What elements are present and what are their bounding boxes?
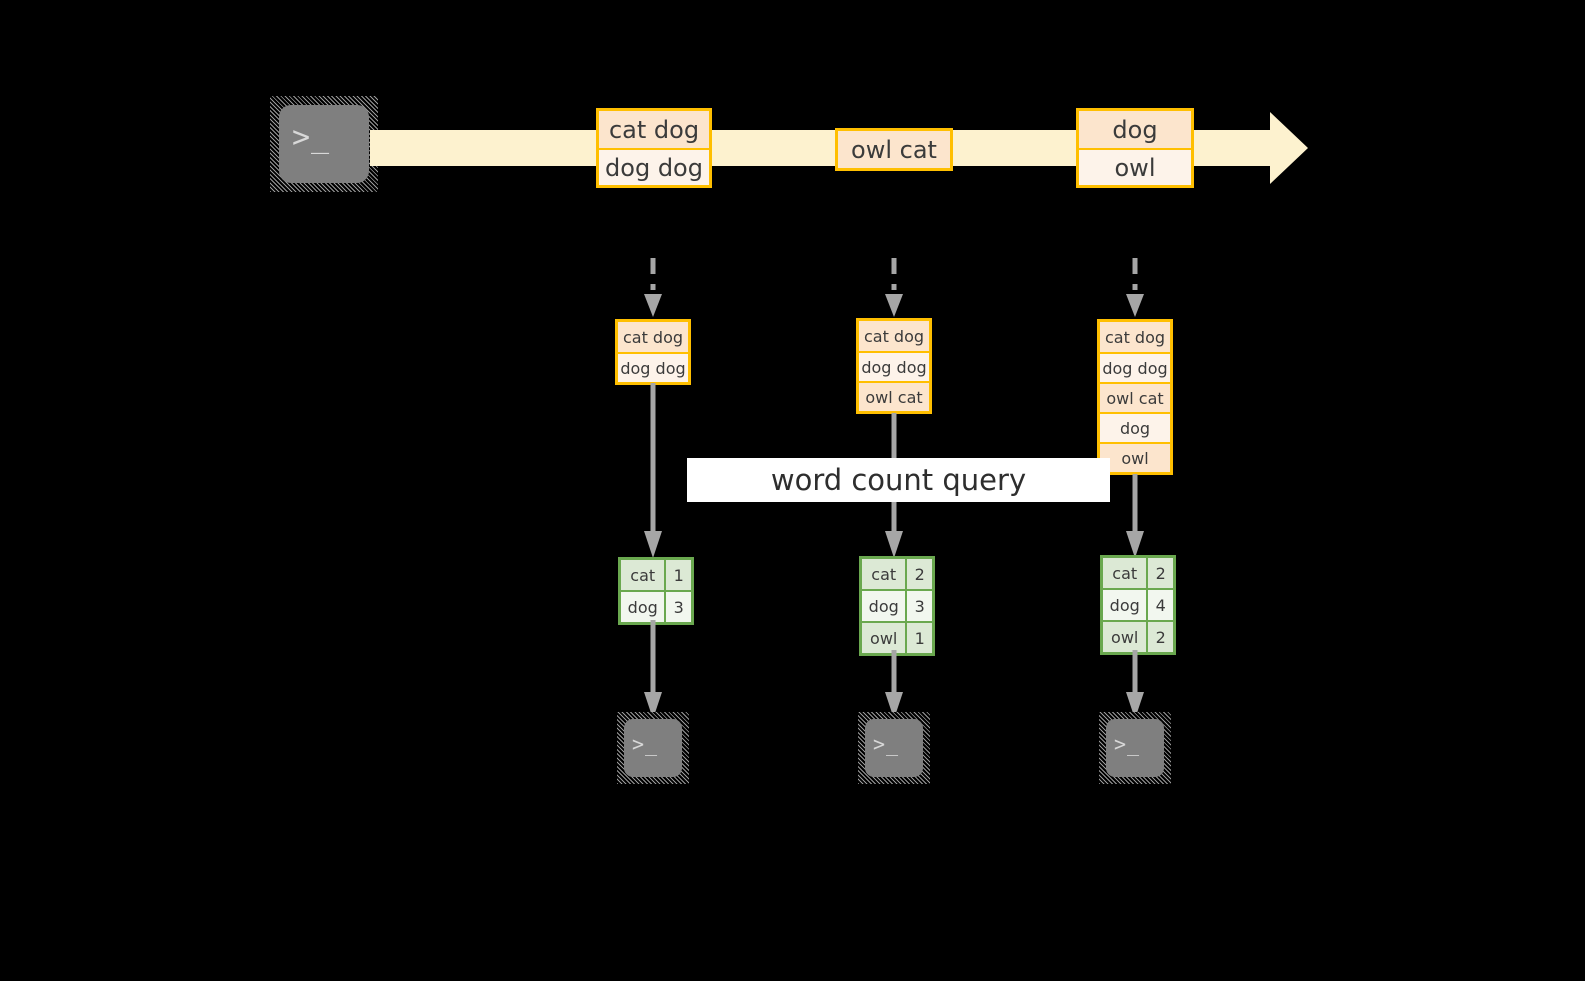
- result-row: cat 1: [621, 560, 691, 590]
- result-row: dog 3: [621, 590, 691, 622]
- stream-record-group: owl cat: [835, 128, 953, 171]
- state-row: cat dog: [618, 322, 688, 352]
- stream-record-group: cat dog dog dog: [596, 108, 712, 188]
- result-word-cell: cat: [1103, 558, 1147, 588]
- terminal-prompt-glyph: >_: [292, 120, 331, 155]
- terminal-screen: [865, 719, 923, 777]
- terminal-prompt-glyph: >_: [1114, 732, 1141, 756]
- result-table: cat 2 dog 3 owl 1: [859, 556, 935, 656]
- state-row: dog dog: [859, 351, 929, 381]
- result-word-cell: cat: [621, 560, 665, 590]
- state-row: dog: [1100, 412, 1170, 442]
- terminal-prompt-glyph: >_: [632, 732, 659, 756]
- stream-record-row: dog: [1079, 111, 1191, 148]
- query-connector-arrow: [643, 383, 663, 559]
- terminal-icon: >_: [617, 712, 689, 784]
- query-connector-arrow: [1125, 474, 1145, 559]
- result-word-cell: cat: [862, 559, 906, 589]
- stream-record-row: owl cat: [838, 131, 950, 168]
- result-table: cat 1 dog 3: [618, 557, 694, 625]
- result-count-cell: 2: [1146, 558, 1173, 588]
- result-row: cat 2: [1103, 558, 1173, 588]
- state-row: dog dog: [1100, 352, 1170, 382]
- stream-record-row: dog dog: [599, 148, 709, 185]
- state-table: cat dog dog dog owl cat dog owl: [1097, 319, 1173, 475]
- result-count-cell: 3: [664, 592, 691, 622]
- terminal-screen: [624, 719, 682, 777]
- terminal-prompt-glyph: >_: [873, 732, 900, 756]
- result-word-cell: owl: [862, 623, 906, 653]
- sink-connector-arrow: [643, 620, 663, 720]
- state-row: cat dog: [859, 321, 929, 351]
- dashed-connector-arrow: [1125, 258, 1145, 318]
- dashed-connector-arrow: [643, 258, 663, 318]
- result-word-cell: dog: [1103, 590, 1147, 620]
- result-count-cell: 4: [1146, 590, 1173, 620]
- result-row: owl 1: [862, 621, 932, 653]
- dashed-connector-arrow: [884, 258, 904, 318]
- stream-record-row: owl: [1079, 148, 1191, 185]
- result-word-cell: owl: [1103, 622, 1147, 652]
- result-count-cell: 1: [905, 623, 932, 653]
- result-word-cell: dog: [621, 592, 665, 622]
- result-count-cell: 1: [664, 560, 691, 590]
- result-word-cell: dog: [862, 591, 906, 621]
- result-table: cat 2 dog 4 owl 2: [1100, 555, 1176, 655]
- result-count-cell: 2: [905, 559, 932, 589]
- result-row: owl 2: [1103, 620, 1173, 652]
- state-table: cat dog dog dog: [615, 319, 691, 385]
- result-row: cat 2: [862, 559, 932, 589]
- state-row: owl cat: [1100, 382, 1170, 412]
- stream-record-group: dog owl: [1076, 108, 1194, 188]
- query-label-text: word count query: [770, 463, 1027, 497]
- state-table: cat dog dog dog owl cat: [856, 318, 932, 414]
- stream-record-row: cat dog: [599, 111, 709, 148]
- state-row: cat dog: [1100, 322, 1170, 352]
- result-count-cell: 2: [1146, 622, 1173, 652]
- result-count-cell: 3: [905, 591, 932, 621]
- result-row: dog 3: [862, 589, 932, 621]
- sink-connector-arrow: [1125, 650, 1145, 720]
- state-row: owl cat: [859, 381, 929, 411]
- terminal-screen: [1106, 719, 1164, 777]
- state-row: owl: [1100, 442, 1170, 472]
- result-row: dog 4: [1103, 588, 1173, 620]
- terminal-screen: [279, 105, 369, 183]
- state-row: dog dog: [618, 352, 688, 382]
- terminal-icon: >_: [858, 712, 930, 784]
- terminal-icon: >_: [270, 96, 378, 192]
- sink-connector-arrow: [884, 650, 904, 720]
- terminal-icon: >_: [1099, 712, 1171, 784]
- query-label-band: word count query: [687, 458, 1110, 502]
